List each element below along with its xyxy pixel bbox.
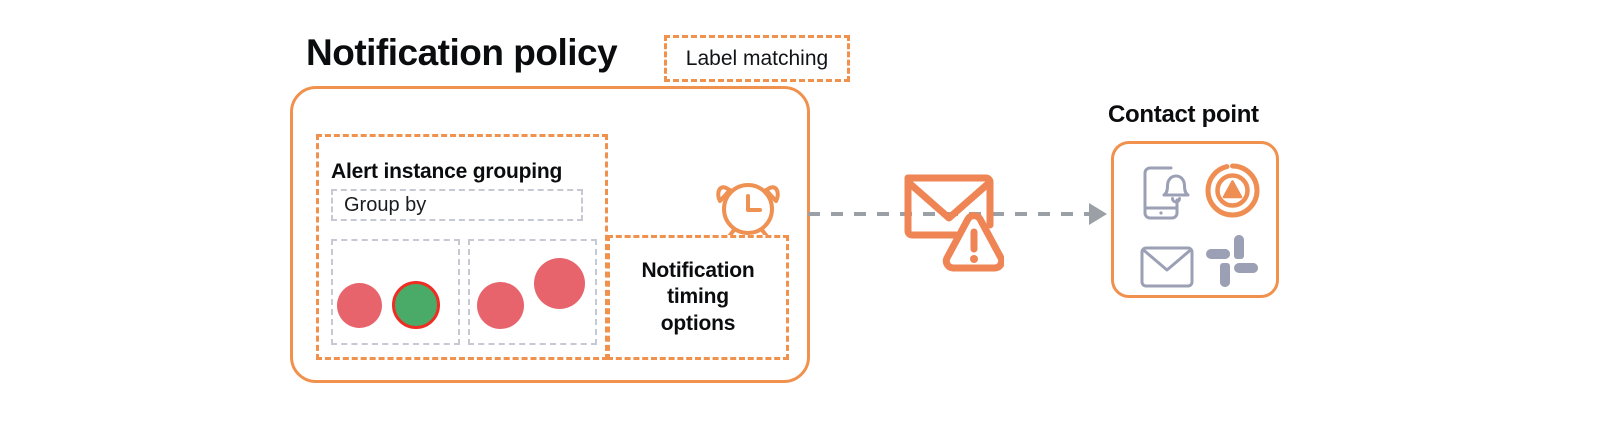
contact-point-title: Contact point xyxy=(1108,101,1259,128)
alert-instance-firing xyxy=(337,283,382,328)
label-matching-chip: Label matching xyxy=(664,35,850,82)
alarm-clock-icon xyxy=(707,168,789,244)
group-by-label: Group by xyxy=(344,193,427,216)
alert-instance-grouping-box xyxy=(316,134,608,360)
alert-instance-resolved xyxy=(392,281,440,329)
phone-bell-icon xyxy=(1141,164,1193,222)
slack-icon xyxy=(1203,232,1261,290)
group-by-field[interactable]: Group by xyxy=(331,189,583,221)
opsgenie-icon xyxy=(1205,163,1260,218)
alert-instance-grouping-title: Alert instance grouping xyxy=(331,160,563,183)
alert-instance-firing xyxy=(534,258,585,309)
alert-instance-group xyxy=(468,239,597,345)
label-matching-text: Label matching xyxy=(685,46,829,70)
notification-timing-options-label: Notification timing options xyxy=(641,258,755,335)
mail-alert-icon xyxy=(896,162,1006,274)
notification-timing-options-box: Notification timing options xyxy=(607,235,789,360)
page-title: Notification policy xyxy=(306,32,618,73)
alert-instance-group xyxy=(331,239,460,345)
alert-instance-firing xyxy=(477,282,524,329)
email-icon xyxy=(1140,246,1194,288)
